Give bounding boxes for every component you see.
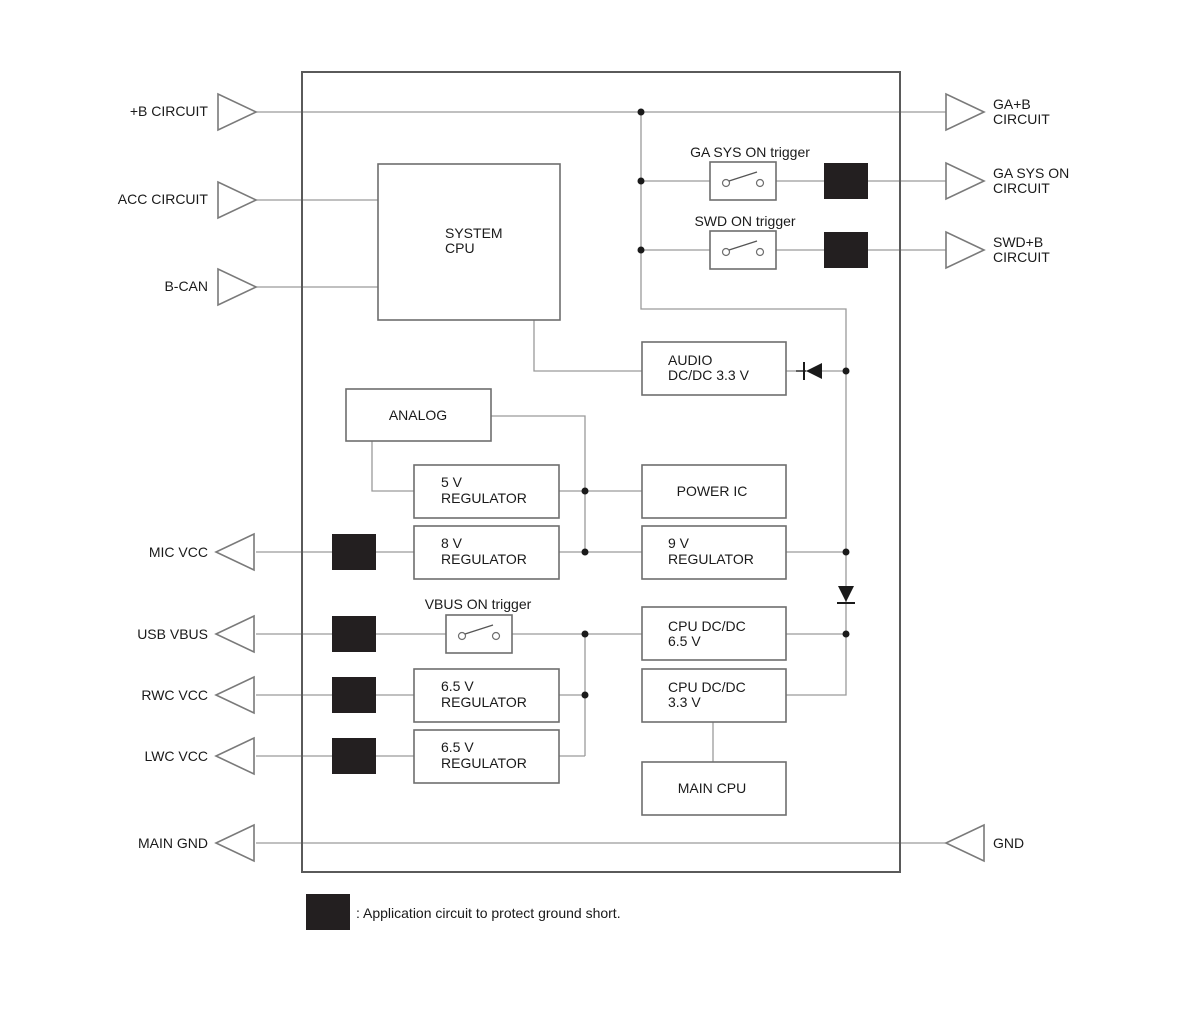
vbus-on-switch-icon bbox=[445, 614, 513, 654]
legend-text: : Application circuit to protect ground … bbox=[356, 905, 621, 921]
output-terminal-icon bbox=[214, 532, 255, 572]
cpu-dcdc-3v3-box bbox=[641, 668, 787, 723]
regulator-6v5-lwc-label: REGULATOR bbox=[441, 755, 527, 771]
input-terminal-icon bbox=[217, 92, 258, 132]
cpu-dcdc-6v5-label: 6.5 V bbox=[668, 633, 701, 649]
output-terminal-icon bbox=[214, 823, 255, 863]
terminal-label-b-can: B-CAN bbox=[164, 278, 208, 294]
regulator-5v-box bbox=[413, 464, 560, 519]
input-terminal-icon bbox=[217, 180, 258, 220]
diode-icon bbox=[837, 586, 855, 604]
ga-sys-on-trigger-label: GA SYS ON trigger bbox=[690, 144, 810, 160]
terminal-label-lwc-vcc: LWC VCC bbox=[144, 748, 208, 764]
protection-block-icon bbox=[332, 534, 376, 570]
terminal-label-swd-b: SWD+B bbox=[993, 234, 1043, 250]
terminal-label-ga-sys-on: CIRCUIT bbox=[993, 180, 1050, 196]
junction-dots bbox=[581, 108, 850, 699]
power-ic-label: POWER IC bbox=[677, 483, 748, 499]
legend-protection-block-icon bbox=[306, 894, 350, 930]
cpu-dcdc-6v5-label: CPU DC/DC bbox=[668, 618, 746, 634]
audio-dcdc-box bbox=[641, 341, 787, 396]
swd-on-trigger-label: SWD ON trigger bbox=[694, 213, 795, 229]
regulator-8v-label: 8 V bbox=[441, 535, 463, 551]
output-terminal-icon bbox=[214, 614, 255, 654]
regulator-5v-label: REGULATOR bbox=[441, 490, 527, 506]
terminal-label-ga-sys-on: GA SYS ON bbox=[993, 165, 1069, 181]
regulator-5v-label: 5 V bbox=[441, 474, 463, 490]
power-ic-box bbox=[641, 464, 787, 519]
regulator-8v-box bbox=[413, 525, 560, 580]
terminal-label-rwc-vcc: RWC VCC bbox=[141, 687, 208, 703]
ground-terminal-icon bbox=[944, 823, 985, 863]
protection-blocks bbox=[332, 163, 868, 774]
regulator-9v-label: REGULATOR bbox=[668, 551, 754, 567]
protection-block-icon bbox=[332, 677, 376, 713]
terminal-label-ga-b: CIRCUIT bbox=[993, 111, 1050, 127]
output-terminal-icon bbox=[214, 675, 255, 715]
regulator-6v5-rwc-box bbox=[413, 668, 560, 723]
input-terminal-icon bbox=[217, 267, 258, 307]
output-terminal-icon bbox=[945, 230, 986, 270]
diode-icon bbox=[796, 362, 822, 380]
analog-label: ANALOG bbox=[389, 407, 447, 423]
regulator-9v-box bbox=[641, 525, 787, 580]
terminal-label-b-circuit: +B CIRCUIT bbox=[130, 103, 209, 119]
vbus-on-trigger-label: VBUS ON trigger bbox=[425, 596, 532, 612]
terminal-label-usb-vbus: USB VBUS bbox=[137, 626, 208, 642]
analog-box bbox=[345, 388, 492, 442]
protection-block-icon bbox=[824, 163, 868, 199]
output-terminal-icon bbox=[214, 736, 255, 776]
protection-block-icon bbox=[332, 616, 376, 652]
terminal-label-ga-b: GA+B bbox=[993, 96, 1031, 112]
protection-block-icon bbox=[332, 738, 376, 774]
terminal-label-mic-vcc: MIC VCC bbox=[149, 544, 208, 560]
regulator-6v5-rwc-label: 6.5 V bbox=[441, 678, 474, 694]
swd-on-switch-icon bbox=[709, 230, 777, 270]
terminal-triangles bbox=[214, 92, 986, 863]
cpu-dcdc-6v5-box bbox=[641, 606, 787, 661]
system-cpu-box bbox=[377, 163, 561, 321]
main-cpu-label: MAIN CPU bbox=[678, 780, 746, 796]
terminal-label-swd-b: CIRCUIT bbox=[993, 249, 1050, 265]
unit-outline bbox=[301, 71, 901, 873]
audio-dcdc-label: DC/DC 3.3 V bbox=[668, 367, 750, 383]
output-terminal-icon bbox=[945, 161, 986, 201]
regulator-8v-label: REGULATOR bbox=[441, 551, 527, 567]
audio-dcdc-label: AUDIO bbox=[668, 352, 712, 368]
terminal-label-acc-circuit: ACC CIRCUIT bbox=[118, 191, 209, 207]
protection-block-icon bbox=[824, 232, 868, 268]
cpu-dcdc-3v3-label: 3.3 V bbox=[668, 694, 701, 710]
ga-sys-on-switch-icon bbox=[709, 161, 777, 201]
output-terminal-icon bbox=[945, 92, 986, 132]
terminal-label-main-gnd: MAIN GND bbox=[138, 835, 208, 851]
terminal-label-gnd: GND bbox=[993, 835, 1024, 851]
cpu-dcdc-3v3-label: CPU DC/DC bbox=[668, 679, 746, 695]
regulator-6v5-rwc-label: REGULATOR bbox=[441, 694, 527, 710]
main-cpu-box bbox=[641, 761, 787, 816]
regulator-6v5-lwc-box bbox=[413, 729, 560, 784]
system-cpu-label: SYSTEM bbox=[445, 225, 503, 241]
wiring bbox=[256, 111, 946, 844]
regulator-9v-label: 9 V bbox=[668, 535, 690, 551]
system-cpu-label: CPU bbox=[445, 240, 475, 256]
regulator-6v5-lwc-label: 6.5 V bbox=[441, 739, 474, 755]
